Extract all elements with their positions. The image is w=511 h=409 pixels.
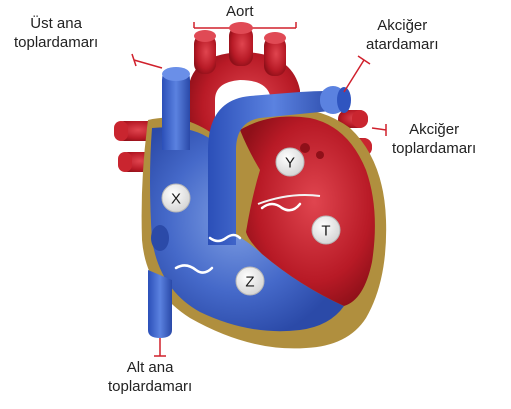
chamber-z-marker: Z [236,267,264,295]
label-inferior-vena-cava-line1: Alt ana [108,358,192,377]
pointer-superior-vena-cava [132,54,162,68]
pointer-pulmonary-artery [344,56,370,92]
chamber-t-label: T [321,223,330,240]
inferior-vena-cava-vessel [148,270,172,338]
label-pulmonary-artery-line2: atardamarı [366,35,439,54]
chamber-y-marker: Y [276,148,304,176]
label-aorta: Aort [226,2,254,21]
pointer-pulmonary-vein [372,124,386,136]
chamber-x-marker: X [162,184,190,212]
chamber-y-label: Y [285,155,295,172]
label-pulmonary-vein-line1: Akciğer [392,120,476,139]
label-pulmonary-artery-line1: Akciğer [366,16,439,35]
label-pulmonary-vein: Akciğer toplardamarı [392,120,476,158]
label-inferior-vena-cava: Alt ana toplardamarı [108,358,192,396]
chamber-x-label: X [171,191,181,208]
label-superior-vena-cava-line1: Üst ana [14,14,98,33]
pointer-inferior-vena-cava [154,338,166,356]
label-superior-vena-cava: Üst ana toplardamarı [14,14,98,52]
chamber-t-marker: T [312,216,340,244]
label-pulmonary-artery: Akciğer atardamarı [366,16,439,54]
label-superior-vena-cava-line2: toplardamarı [14,33,98,52]
superior-vena-cava-vessel [162,67,190,150]
label-pulmonary-vein-line2: toplardamarı [392,139,476,158]
label-inferior-vena-cava-line2: toplardamarı [108,377,192,396]
label-aorta-text: Aort [226,2,254,21]
chamber-z-label: Z [245,274,254,291]
